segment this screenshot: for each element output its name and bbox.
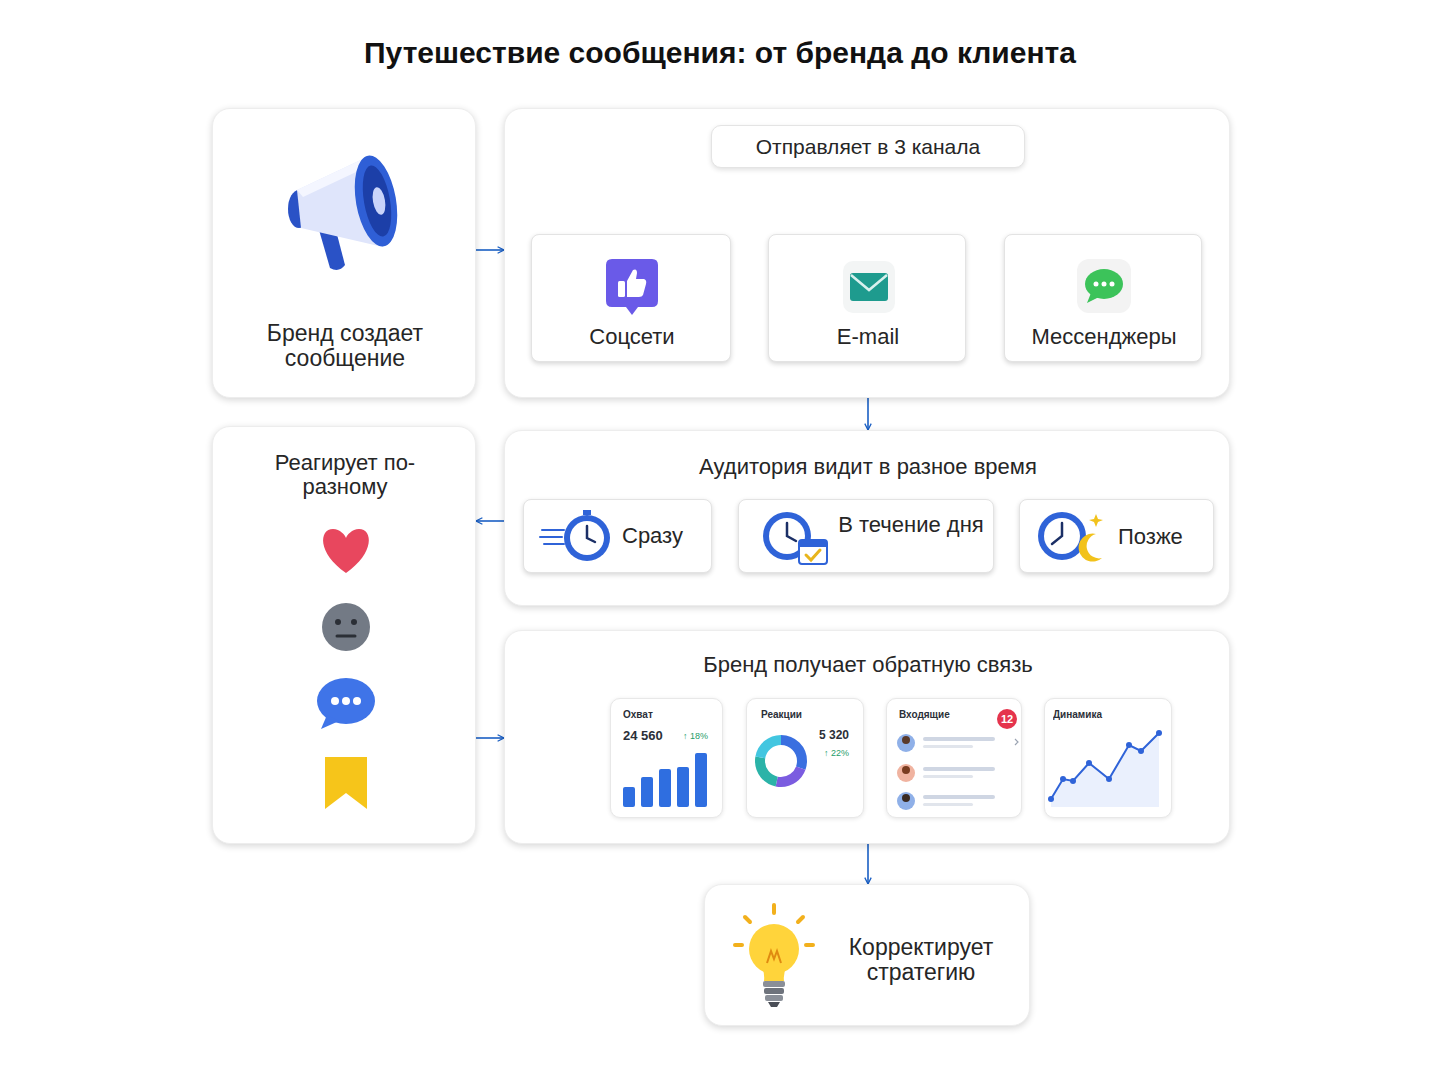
metric-text: 5 320 — [819, 729, 863, 742]
audience-panel: Аудитория видит в разное время Сразу В т… — [504, 430, 1230, 606]
source-box: Бренд создает сообщение — [212, 108, 476, 398]
flow-arrow — [476, 737, 504, 739]
metric-text: Входящие — [899, 709, 979, 720]
result-box: Корректирует стратегию — [704, 884, 1030, 1026]
metric-card: Входящие 12 — [886, 698, 1022, 818]
node-label: Аудитория видит в разное время — [505, 455, 1231, 479]
channel-box: Соцсети — [531, 234, 731, 362]
flow-arrow — [476, 249, 504, 251]
flow-arrow — [476, 520, 504, 522]
megaphone-icon — [275, 145, 415, 280]
channel-box: Мессенджеры — [1004, 234, 1202, 362]
node-label: Бренд создает сообщение — [245, 321, 445, 371]
timing-box: Сразу — [523, 499, 712, 573]
node-label: Корректирует стратегию — [823, 935, 1019, 985]
clock-day-icon — [759, 508, 831, 566]
metric-change: ↑ 18% — [683, 732, 723, 742]
clock-night-icon — [1032, 508, 1112, 566]
lightbulb-icon — [731, 903, 817, 1015]
flow-arrow — [867, 844, 869, 884]
social-icon — [604, 257, 660, 317]
node-label: Реагирует по-разному — [253, 451, 437, 499]
metric-card: Реакции 5 320 ↑ 22% — [746, 698, 864, 818]
node-label: Сразу — [622, 524, 708, 548]
clock-fast-icon — [538, 508, 618, 566]
timing-box: Позже — [1019, 499, 1214, 573]
metric-card: Динамика — [1044, 698, 1172, 818]
flow-arrow — [867, 398, 869, 430]
channel-box: E-mail — [768, 234, 966, 362]
reaction-icons — [311, 523, 381, 813]
node-label: Бренд получает обратную связь — [505, 653, 1231, 677]
metric-text: Охват — [623, 709, 683, 720]
messenger-icon — [1075, 257, 1133, 315]
metric-text: 24 560 — [623, 729, 683, 743]
node-label: Мессенджеры — [1005, 325, 1203, 349]
metric-change: ↑ 22% — [824, 749, 862, 759]
diagram-title: Путешествие сообщения: от бренда до клие… — [0, 36, 1440, 70]
node-label: Соцсети — [532, 325, 732, 349]
timing-box: В течение дня — [738, 499, 994, 573]
node-label: В течение дня — [837, 513, 985, 537]
metric-text: Реакции — [761, 709, 831, 720]
reaction-panel: Реагирует по-разному — [212, 426, 476, 844]
node-label: E-mail — [769, 325, 967, 349]
channels-panel: Отправляет в 3 канала Соцсети E-mail Мес… — [504, 108, 1230, 398]
metric-card: Охват 24 560↑ 18% — [610, 698, 723, 818]
feedback-panel: Бренд получает обратную связь Охват 24 56… — [504, 630, 1230, 844]
email-icon — [841, 259, 897, 315]
node-label: Позже — [1118, 525, 1212, 549]
metric-text: Динамика — [1053, 709, 1143, 720]
heading-pill: Отправляет в 3 канала — [711, 125, 1025, 168]
count-badge: 12 — [997, 709, 1017, 729]
